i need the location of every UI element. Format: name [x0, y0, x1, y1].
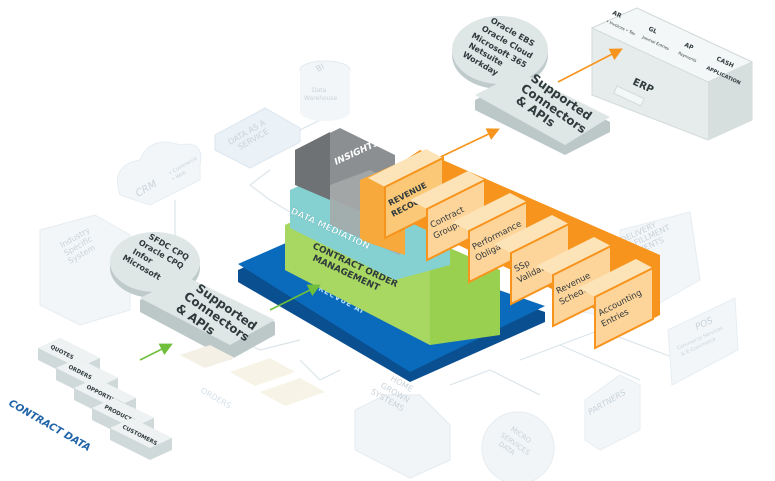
svg-text:AR: AR: [611, 9, 623, 19]
flow-arrow-to-erp: [557, 48, 623, 83]
svg-text:AP: AP: [683, 41, 695, 51]
svg-text:Data: Data: [312, 87, 327, 94]
home-grown-systems: HOME GROWN SYSTEMS: [354, 374, 451, 479]
revenue-recognition-stack: REVENUERECOGNITIONContractGroupingPerfor…: [360, 149, 660, 350]
flow-arrow-contract-data: [139, 343, 173, 361]
crm-cloud: CRM • Commerce • Web: [117, 141, 202, 206]
micro-services-data: MICRO SERVICES DATA: [481, 411, 555, 481]
bi-data-warehouse: BI Data Warehouse: [299, 60, 351, 121]
svg-text:BI: BI: [315, 62, 326, 74]
partners: PARTNERS: [584, 374, 641, 451]
contract-data-items: QUOTESORDERSOPPORTUNITIESPRODUCTSCUSTOME…: [38, 338, 172, 460]
svg-text:ORDERS: ORDERS: [199, 386, 233, 411]
connectors-apis-left: Supported Connectors & APIs: [140, 276, 275, 360]
pos-terminal: POS Commerce Services & E-Commerce: [667, 297, 739, 386]
industry-specific-system: Industry Specific System: [39, 214, 131, 326]
svg-text:GL: GL: [647, 25, 658, 35]
contract-data-item: CUSTOMERS: [110, 418, 172, 460]
contract-data-label: CONTRACT DATA: [7, 398, 93, 454]
erp-system: ERP AR • Invoices • Tax GL Journal Entri…: [590, 7, 754, 141]
erp-systems-list: Oracle EBS Oracle Cloud Microsoft 365 Ne…: [452, 16, 548, 89]
data-as-a-service: DATA AS A SERVICE: [214, 107, 301, 169]
flow-arrow-to-connectors: [429, 128, 500, 163]
svg-text:Warehouse: Warehouse: [304, 95, 338, 102]
orders-faint: ORDERS: [180, 345, 325, 411]
flow-arrow-to-platform: [269, 284, 321, 311]
